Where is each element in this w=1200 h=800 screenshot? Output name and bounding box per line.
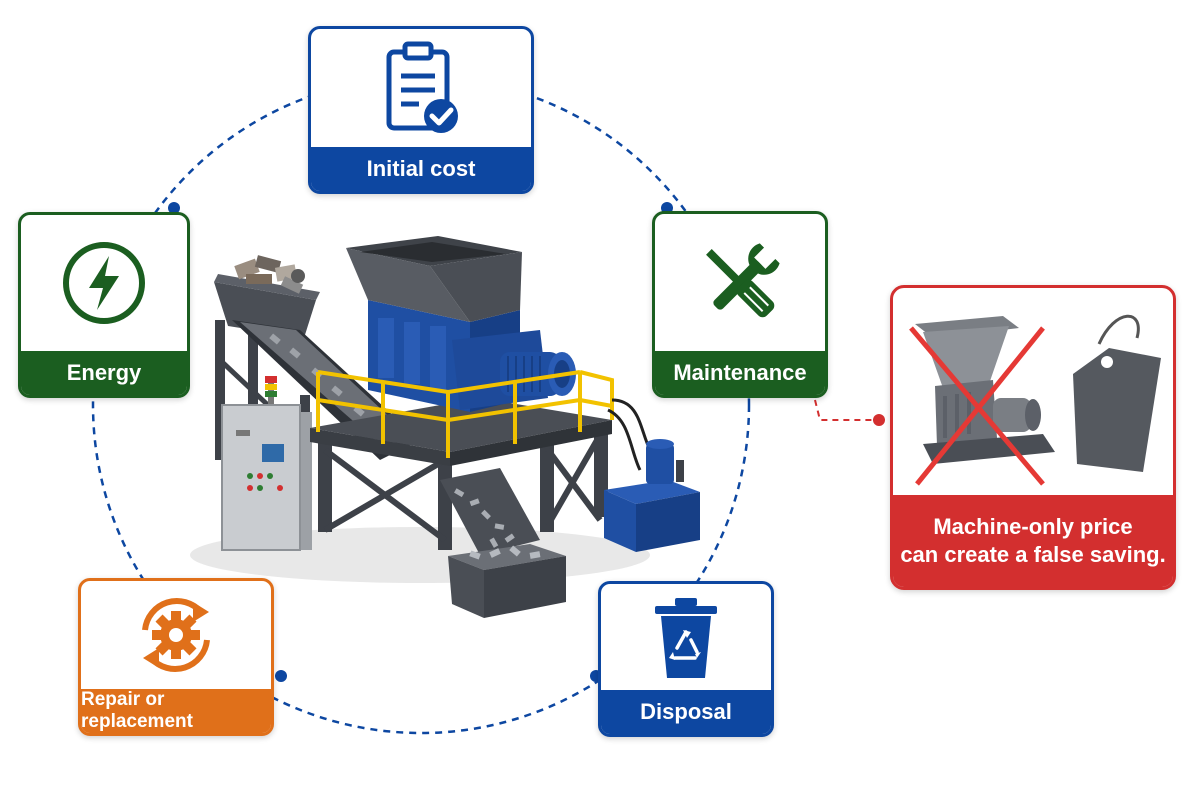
control-cabinet [221, 404, 312, 551]
collection-bin [448, 544, 566, 618]
warning-connector-node [873, 414, 885, 426]
false-saving-warning-card: Machine-only price can create a false sa… [890, 285, 1176, 590]
warning-line-2: can create a false saving. [900, 542, 1166, 567]
false-saving-message: Machine-only price can create a false sa… [893, 495, 1173, 587]
gear-cycle-icon [142, 598, 210, 672]
disposal-label: Disposal [601, 690, 771, 734]
maintenance-label: Maintenance [655, 351, 825, 395]
hydraulic-unit [604, 398, 700, 552]
repair-label: Repair or replacement [81, 689, 271, 733]
ring-node [275, 670, 287, 682]
initial-cost-card: Initial cost [308, 26, 534, 194]
disposal-card: Disposal [598, 581, 774, 737]
recycle-bin-icon [655, 598, 717, 678]
clipboard-check-icon [386, 41, 458, 133]
energy-card: Energy [18, 212, 190, 398]
scrap-pile [234, 255, 305, 294]
wrench-screwdriver-icon [706, 242, 780, 317]
ring-node [168, 202, 180, 214]
crossed-out-machine-price-tag-illustration [909, 314, 1161, 486]
lifecycle-dashed-ring [91, 75, 751, 735]
initial-cost-label: Initial cost [311, 147, 531, 191]
warning-connector [814, 399, 878, 421]
energy-label: Energy [21, 351, 187, 395]
maintenance-card: Maintenance [652, 211, 828, 398]
shredder-machine-illustration [190, 236, 700, 618]
lightning-bolt-icon [63, 242, 145, 324]
warning-line-1: Machine-only price [933, 514, 1133, 539]
safety-railing [316, 370, 614, 458]
feed-hopper [346, 236, 522, 322]
price-tag-icon [1073, 314, 1161, 472]
shredder-body [368, 300, 576, 412]
repair-or-replacement-card: Repair or replacement [78, 578, 274, 736]
